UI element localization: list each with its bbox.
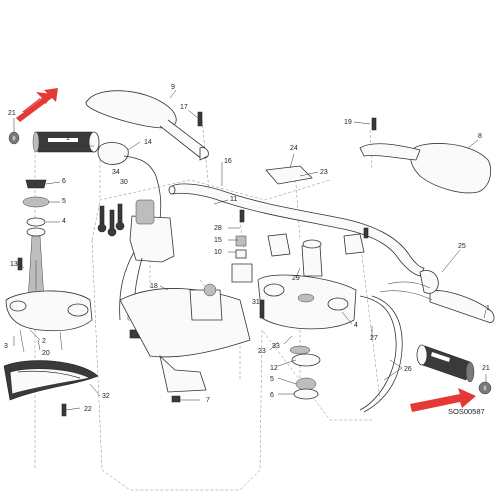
callout-12: 12 bbox=[270, 365, 278, 372]
callout-10: 10 bbox=[214, 249, 222, 256]
upper-triple-clamp bbox=[257, 274, 357, 330]
callout-3: 3 bbox=[4, 343, 8, 350]
callout-16: 16 bbox=[224, 158, 232, 165]
callout-23b: 23 bbox=[258, 348, 266, 355]
callout-20: 20 bbox=[42, 350, 50, 357]
callout-17: 17 bbox=[180, 104, 188, 111]
callout-14: 14 bbox=[144, 139, 152, 146]
callout-13: 13 bbox=[10, 261, 18, 268]
left-switch-cluster bbox=[97, 142, 162, 221]
callout-11: 11 bbox=[230, 196, 237, 203]
callout-4b: 4 bbox=[354, 322, 358, 329]
fork-guard-left bbox=[3, 360, 99, 401]
red-arrow-bottom-right bbox=[410, 388, 476, 412]
callout-21b: 21 bbox=[482, 365, 490, 372]
left-mirror bbox=[85, 90, 209, 161]
bar-end-weight-left bbox=[8, 131, 20, 145]
callout-8: 8 bbox=[478, 133, 482, 140]
callout-6b: 6 bbox=[270, 392, 274, 399]
callout-28: 28 bbox=[214, 225, 222, 232]
callout-25: 25 bbox=[458, 243, 466, 250]
callout-23a: 23 bbox=[320, 169, 328, 176]
callout-30: 30 bbox=[120, 179, 128, 186]
callout-29: 29 bbox=[292, 275, 300, 282]
callout-22: 22 bbox=[84, 406, 92, 413]
small-bolts bbox=[17, 111, 377, 417]
callout-7: 7 bbox=[206, 397, 210, 404]
callout-26: 26 bbox=[404, 366, 412, 373]
left-grip bbox=[32, 131, 100, 153]
callout-24: 24 bbox=[290, 145, 298, 152]
callout-5b: 5 bbox=[270, 376, 274, 383]
callout-6a: 6 bbox=[62, 178, 66, 185]
callout-15: 15 bbox=[214, 237, 222, 244]
callout-33: 33 bbox=[272, 343, 280, 350]
callout-19: 19 bbox=[344, 119, 352, 126]
callout-1a: 1 bbox=[66, 135, 70, 142]
callout-1b: 1 bbox=[486, 305, 490, 312]
callout-labels: 21 1 9 17 14 6 5 4 34 30 16 11 28 15 10 … bbox=[4, 84, 490, 413]
handlebar-tube bbox=[168, 183, 425, 277]
callout-4a: 4 bbox=[62, 218, 66, 225]
callout-5a: 5 bbox=[62, 198, 66, 205]
right-grip bbox=[419, 270, 495, 323]
steering-stem-assembly bbox=[5, 179, 93, 353]
callout-34: 34 bbox=[112, 169, 120, 176]
right-mirror bbox=[359, 143, 492, 194]
throttle-cables bbox=[359, 281, 433, 413]
handlebar-riser-clamps bbox=[265, 165, 365, 277]
callout-31: 31 bbox=[252, 299, 260, 306]
red-arrow-top-left bbox=[16, 88, 58, 122]
callout-2: 2 bbox=[42, 338, 46, 345]
ignition-keys bbox=[97, 203, 125, 237]
callout-32: 32 bbox=[102, 393, 110, 400]
callout-18: 18 bbox=[150, 283, 158, 290]
callout-9: 9 bbox=[171, 84, 175, 91]
diagram-code: SOS00587 bbox=[448, 407, 485, 416]
instrument-bracket bbox=[119, 283, 251, 393]
callout-21a: 21 bbox=[8, 110, 16, 117]
bar-end-weight-right bbox=[478, 381, 492, 395]
stem-nut-stack bbox=[231, 235, 321, 400]
leader-lines bbox=[13, 89, 487, 411]
ignition-lock bbox=[119, 199, 175, 354]
callout-27: 27 bbox=[370, 335, 378, 342]
right-lower-grip bbox=[416, 344, 475, 383]
